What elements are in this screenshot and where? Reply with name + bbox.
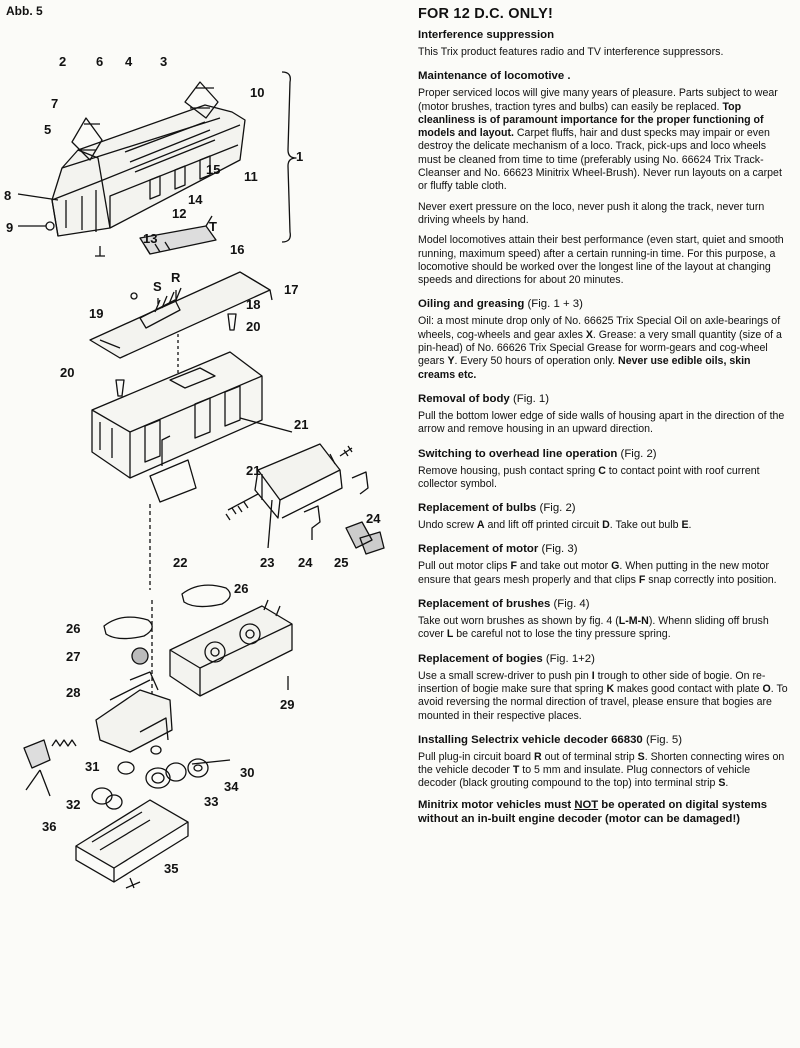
section-heading: Maintenance of locomotive . [418,70,571,83]
part-number: 22 [173,555,188,570]
part-number: 24 [366,511,381,526]
section-heading: Oiling and greasing (Fig. 1 + 3) [418,298,583,311]
part-number: 24 [298,555,313,570]
part-number: 34 [224,779,239,794]
part-number: 12 [172,206,187,221]
section-heading: Replacement of bogies (Fig. 1+2) [418,652,595,665]
paragraph: Pull plug-in circuit board R out of term… [418,750,785,790]
section-heading: Interference suppression [418,29,555,41]
part-number: 26 [234,581,249,596]
part-number: 19 [89,306,104,321]
part-letter: S [153,279,162,294]
part-number: 4 [125,54,133,69]
exploded-view-figure: Abb. 5 [4,4,385,889]
part-number: 11 [244,169,258,184]
part-number: 7 [51,96,59,111]
part-number: 21 [294,417,309,432]
part-number: 9 [6,220,14,235]
page-title: FOR 12 D.C. ONLY! [418,6,553,22]
part-number: 25 [334,555,349,570]
part-number: 26 [66,621,81,636]
part-letter: R [171,270,181,285]
part-number: 35 [164,861,179,876]
part-number: 13 [143,231,158,246]
paragraph: Oil: a most minute drop only of No. 6662… [418,315,782,381]
section-heading: Replacement of bulbs (Fig. 2) [418,502,576,515]
part-number: 29 [280,697,295,712]
paragraph: Take out worn brushes as shown by fig. 4… [418,615,769,641]
part-number: 21 [246,463,261,478]
section-heading: Switching to overhead line operation (Fi… [418,447,657,460]
part-number: 23 [260,555,275,570]
paragraph: Pull out motor clips F and take out moto… [418,560,777,586]
part-number: 10 [250,85,265,100]
part-number: 20 [60,365,75,380]
part-number: 27 [66,649,81,664]
part-number: 16 [230,242,245,257]
part-number: 15 [206,162,221,177]
paragraph: This Trix product features radio and TV … [418,46,724,58]
part-number: 17 [284,282,299,297]
paragraph: Use a small screw-driver to push pin I t… [418,669,788,722]
section-heading: Replacement of brushes (Fig. 4) [418,598,590,611]
part-number: 18 [246,297,261,312]
paragraph: Undo screw A and lift off printed circui… [418,519,692,532]
part-number: 8 [4,188,12,203]
part-number: 33 [204,794,219,809]
part-letter: T [209,219,217,234]
part-number: 5 [44,122,52,137]
part-number: 32 [66,797,81,812]
part-number: 31 [85,759,100,774]
paragraph: Proper serviced locos will give many yea… [418,87,782,193]
paragraph: Remove housing, push contact spring C to… [418,464,760,490]
section-heading: Replacement of motor (Fig. 3) [418,543,578,556]
part-number: 3 [160,54,168,69]
paragraph: Pull the bottom lower edge of side walls… [418,409,785,436]
section-heading: Removal of body (Fig. 1) [418,392,550,405]
paragraph: Model locomotives attain their best perf… [418,234,784,287]
figure-label: Abb. 5 [6,4,43,18]
warning-note: Minitrix motor vehicles must NOT be oper… [418,798,768,825]
part-number: 14 [188,192,203,207]
part-number: 2 [59,54,67,69]
paragraph: Never exert pressure on the loco, never … [418,200,765,226]
part-number: 30 [240,765,255,780]
part-number: 36 [42,819,57,834]
exploded-drawing [17,71,385,889]
instructions-column: FOR 12 D.C. ONLY! Interference suppressi… [418,6,790,826]
part-number: 20 [246,319,261,334]
part-number: 1 [296,149,304,164]
section-heading: Installing Selectrix vehicle decoder 668… [418,733,683,746]
part-number: 28 [66,685,81,700]
part-number: 6 [96,54,104,69]
